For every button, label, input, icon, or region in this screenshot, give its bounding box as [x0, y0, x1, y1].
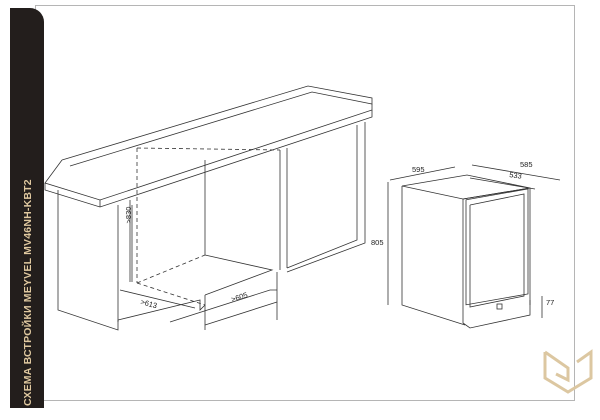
plinth-height-label: 77	[546, 298, 554, 307]
brand-logo-icon	[543, 349, 593, 394]
height-label: 805	[371, 238, 384, 247]
width-label: 595	[412, 165, 425, 174]
niche-depth-label: >613	[139, 297, 158, 310]
wine-cooler	[387, 164, 561, 329]
title-band	[10, 8, 44, 408]
total-depth-label: 585	[520, 160, 533, 169]
body-depth-label: 533	[509, 170, 523, 181]
niche-width-label: >605	[230, 290, 249, 304]
kitchen-cabinet	[44, 85, 373, 331]
niche-height-label: >830	[124, 207, 133, 224]
